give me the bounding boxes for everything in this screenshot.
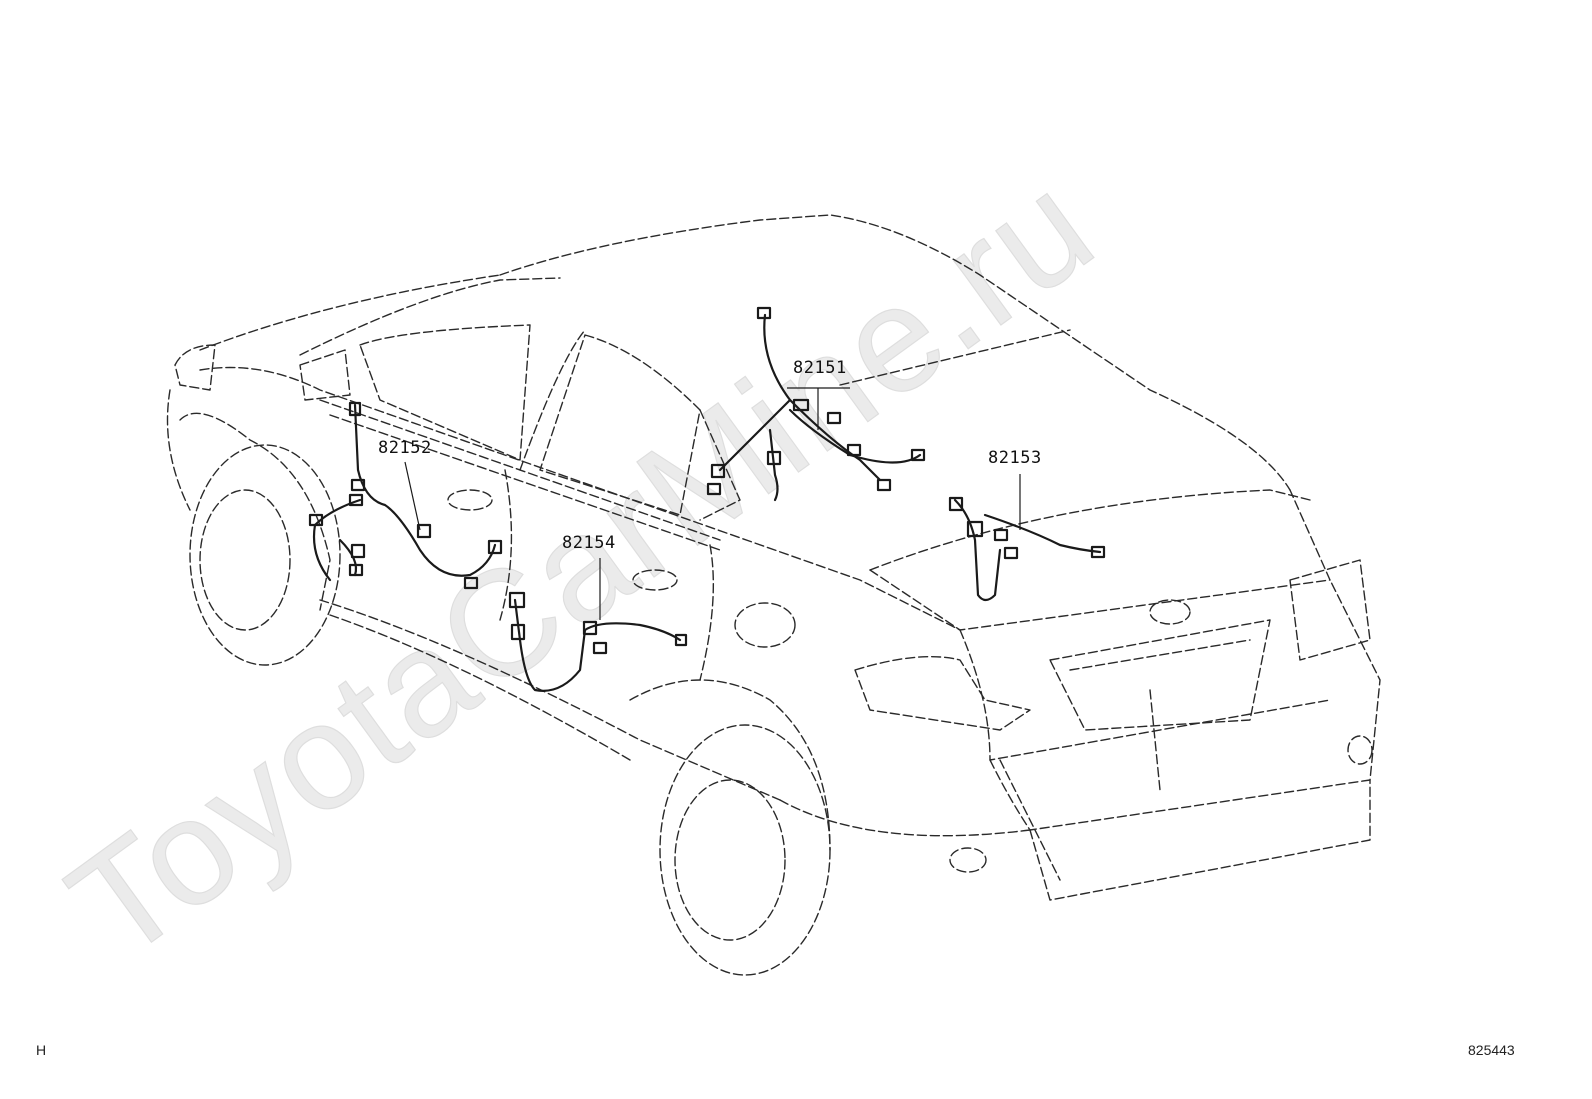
diagram-number: 825443 [1468, 1042, 1515, 1058]
part-label-82152[interactable]: 82152 [378, 438, 432, 458]
part-label-82154[interactable]: 82154 [562, 533, 616, 553]
part-label-82151[interactable]: 82151 [793, 358, 847, 378]
region-code: H [36, 1042, 47, 1058]
part-label-82153[interactable]: 82153 [988, 448, 1042, 468]
